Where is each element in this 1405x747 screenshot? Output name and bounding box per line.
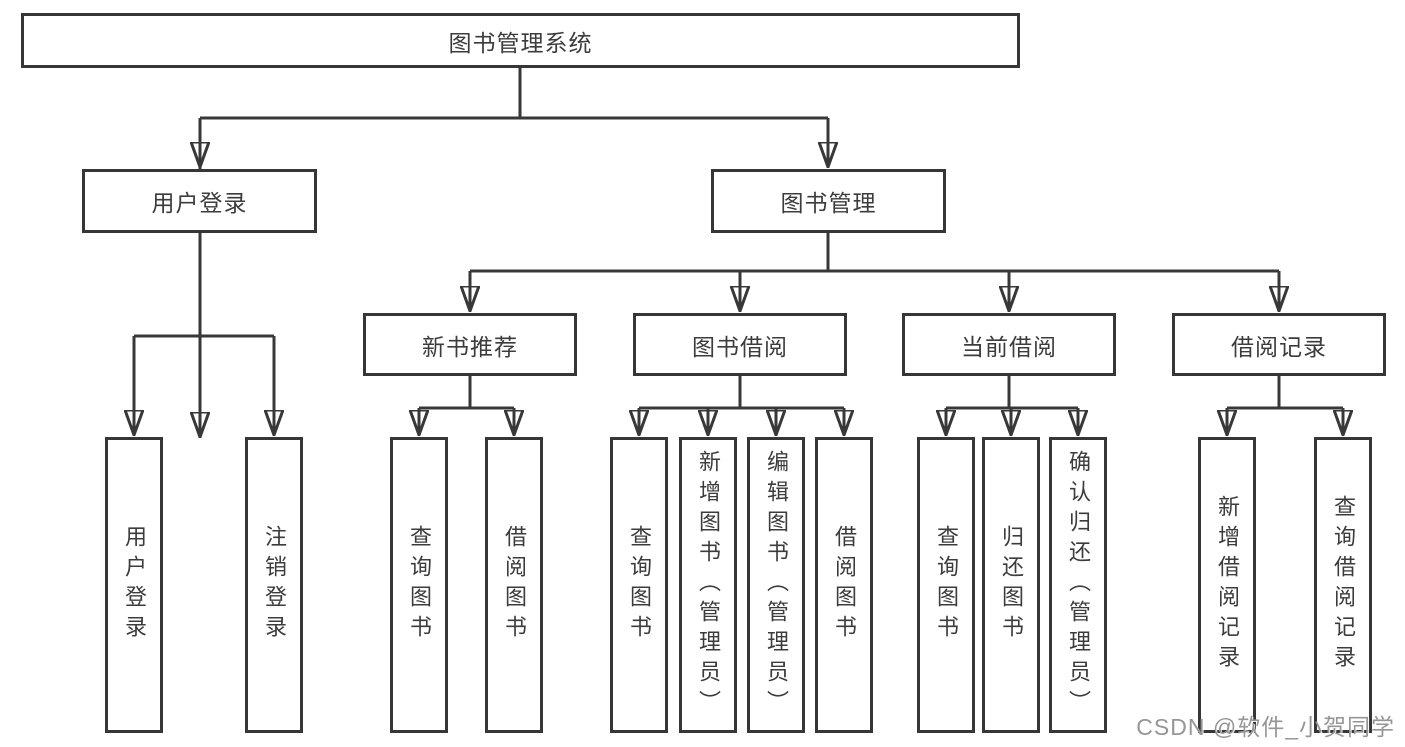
connector-book-mgmt-to-level3 <box>470 233 1279 311</box>
leaf-label: 借阅图书 <box>832 525 857 645</box>
node-book-management: 图书管理 <box>711 169 946 233</box>
connector-root-to-level2 <box>200 68 828 437</box>
connector-borrow-records-to-leaves <box>1227 376 1343 435</box>
node-book-borrow: 图书借阅 <box>633 313 847 376</box>
leaf-query-books-borrow: 查询图书 <box>610 437 668 733</box>
leaf-user-login: 用户登录 <box>105 437 163 733</box>
connector-current-borrow-to-leaves <box>946 376 1078 435</box>
node-current-borrow: 当前借阅 <box>902 313 1116 376</box>
node-root-library-system: 图书管理系统 <box>21 13 1020 68</box>
leaf-logout: 注销登录 <box>245 437 303 733</box>
leaf-label: 查询借阅记录 <box>1331 495 1356 675</box>
connector-book-borrow-to-leaves <box>639 376 844 435</box>
leaf-add-borrow-record: 新增借阅记录 <box>1198 437 1256 733</box>
leaf-edit-book-admin: 编辑图书（管理员） <box>747 437 805 733</box>
connector-user-login-to-leaves <box>134 233 274 435</box>
node-user-login: 用户登录 <box>82 169 317 233</box>
leaf-return-book: 归还图书 <box>982 437 1040 733</box>
leaf-query-books-current: 查询图书 <box>917 437 975 733</box>
leaf-label: 查询图书 <box>627 525 652 645</box>
leaf-label: 查询图书 <box>934 525 959 645</box>
leaf-label: 确认归还（管理员） <box>1066 450 1091 720</box>
leaf-label: 归还图书 <box>999 525 1024 645</box>
leaf-confirm-return-admin: 确认归还（管理员） <box>1049 437 1107 733</box>
leaf-query-borrow-record: 查询借阅记录 <box>1314 437 1372 733</box>
leaf-label: 查询图书 <box>407 525 432 645</box>
leaf-label: 借阅图书 <box>502 525 527 645</box>
node-new-book-recommend: 新书推荐 <box>363 313 577 376</box>
leaf-add-book-admin: 新增图书（管理员） <box>679 437 737 733</box>
leaf-label: 用户登录 <box>122 525 147 645</box>
leaf-query-books-recommend: 查询图书 <box>390 437 448 733</box>
node-borrow-records: 借阅记录 <box>1172 313 1386 376</box>
leaf-label: 新增借阅记录 <box>1215 495 1240 675</box>
connector-new-book-recommend-to-leaves <box>419 376 514 435</box>
leaf-label: 注销登录 <box>262 525 287 645</box>
leaf-label: 编辑图书（管理员） <box>764 450 789 720</box>
leaf-borrow-books-recommend: 借阅图书 <box>485 437 543 733</box>
leaf-label: 新增图书（管理员） <box>696 450 721 720</box>
leaf-borrow-books: 借阅图书 <box>815 437 873 733</box>
